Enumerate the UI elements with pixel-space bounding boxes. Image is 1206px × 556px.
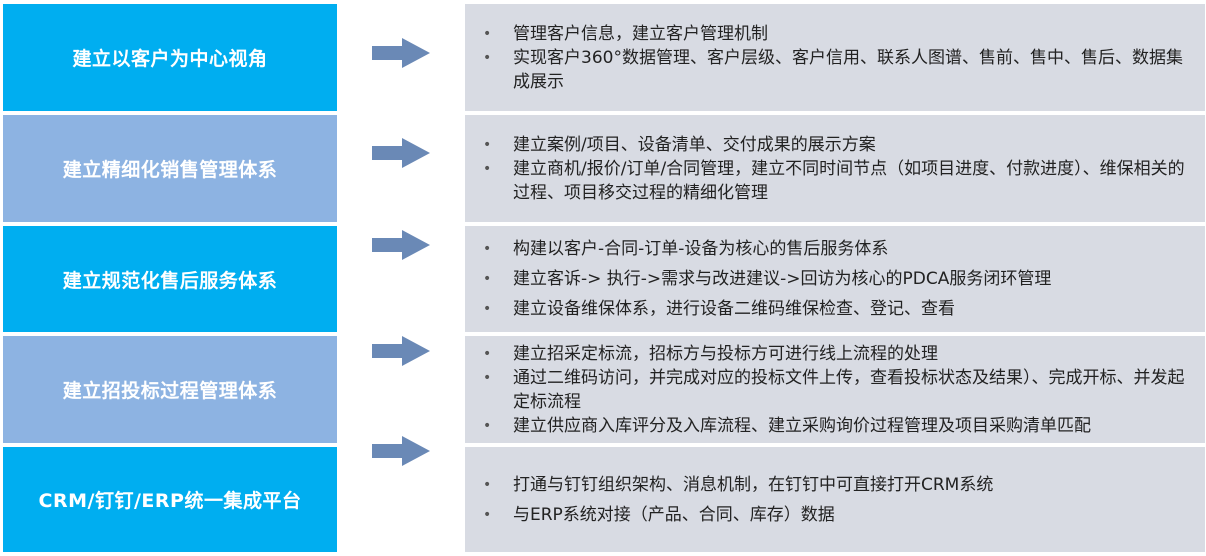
content-box-1: 管理客户信息，建立客户管理机制 实现客户360°数据管理、客户层级、客户信用、联… [465,4,1205,111]
bullet-item: 建立设备维保体系，进行设备二维码维保检查、登记、查看 [483,294,1195,324]
label-box-1: 建立以客户为中心视角 [3,4,337,111]
label-box-3: 建立规范化售后服务体系 [3,226,337,332]
row-1-label: 建立以客户为中心视角 [72,48,268,70]
row-2-label: 建立精细化销售管理体系 [62,159,278,181]
bullet-item: 打通与钉钉组织架构、消息机制，在钉钉中可直接打开CRM系统 [483,470,1195,500]
label-box-5: CRM/钉钉/ERP统一集成平台 [3,447,337,552]
content-box-4: 建立招采定标流，招标方与投标方可进行线上流程的处理 通过二维码访问，并完成对应的… [465,336,1205,443]
arrow-right-icon [372,336,430,366]
bullet-item: 构建以客户-合同-订单-设备为核心的售后服务体系 [483,234,1195,264]
bullet-item: 建立供应商入库评分及入库流程、建立采购询价过程管理及项目采购清单匹配 [483,414,1195,438]
label-box-4: 建立招投标过程管理体系 [3,336,337,443]
row-5-label: CRM/钉钉/ERP统一集成平台 [38,490,302,512]
bullet-item: 实现客户360°数据管理、客户层级、客户信用、联系人图谱、售前、售中、售后、数据… [483,46,1195,94]
bullet-list-1: 管理客户信息，建立客户管理机制 实现客户360°数据管理、客户层级、客户信用、联… [483,22,1195,94]
arrow-right-icon [372,230,430,260]
bullet-item: 通过二维码访问，并完成对应的投标文件上传，查看投标状态及结果）、完成开标、并发起… [483,366,1195,414]
arrow-right-icon [372,436,430,466]
bullet-item: 与ERP系统对接（产品、合同、库存）数据 [483,500,1195,530]
label-box-2: 建立精细化销售管理体系 [3,115,337,222]
bullet-item: 建立案例/项目、设备清单、交付成果的展示方案 [483,133,1195,157]
arrow-right-icon [372,38,430,68]
bullet-list-4: 建立招采定标流，招标方与投标方可进行线上流程的处理 通过二维码访问，并完成对应的… [483,342,1195,438]
content-box-3: 构建以客户-合同-订单-设备为核心的售后服务体系 建立客诉-> 执行->需求与改… [465,226,1205,332]
bullet-item: 管理客户信息，建立客户管理机制 [483,22,1195,46]
content-box-2: 建立案例/项目、设备清单、交付成果的展示方案 建立商机/报价/订单/合同管理，建… [465,115,1205,222]
bullet-list-5: 打通与钉钉组织架构、消息机制，在钉钉中可直接打开CRM系统 与ERP系统对接（产… [483,470,1195,530]
bullet-item: 建立商机/报价/订单/合同管理，建立不同时间节点（如项目进度、付款进度）、维保相… [483,157,1195,205]
row-3-label: 建立规范化售后服务体系 [62,269,278,292]
bullet-item: 建立客诉-> 执行->需求与改进建议->回访为核心的PDCA服务闭环管理 [483,264,1195,294]
bullet-list-3: 构建以客户-合同-订单-设备为核心的售后服务体系 建立客诉-> 执行->需求与改… [483,234,1195,324]
content-box-5: 打通与钉钉组织架构、消息机制，在钉钉中可直接打开CRM系统 与ERP系统对接（产… [465,447,1205,552]
bullet-list-2: 建立案例/项目、设备清单、交付成果的展示方案 建立商机/报价/订单/合同管理，建… [483,133,1195,205]
arrow-right-icon [372,138,430,168]
bullet-item: 建立招采定标流，招标方与投标方可进行线上流程的处理 [483,342,1195,366]
row-4-label: 建立招投标过程管理体系 [62,380,278,402]
